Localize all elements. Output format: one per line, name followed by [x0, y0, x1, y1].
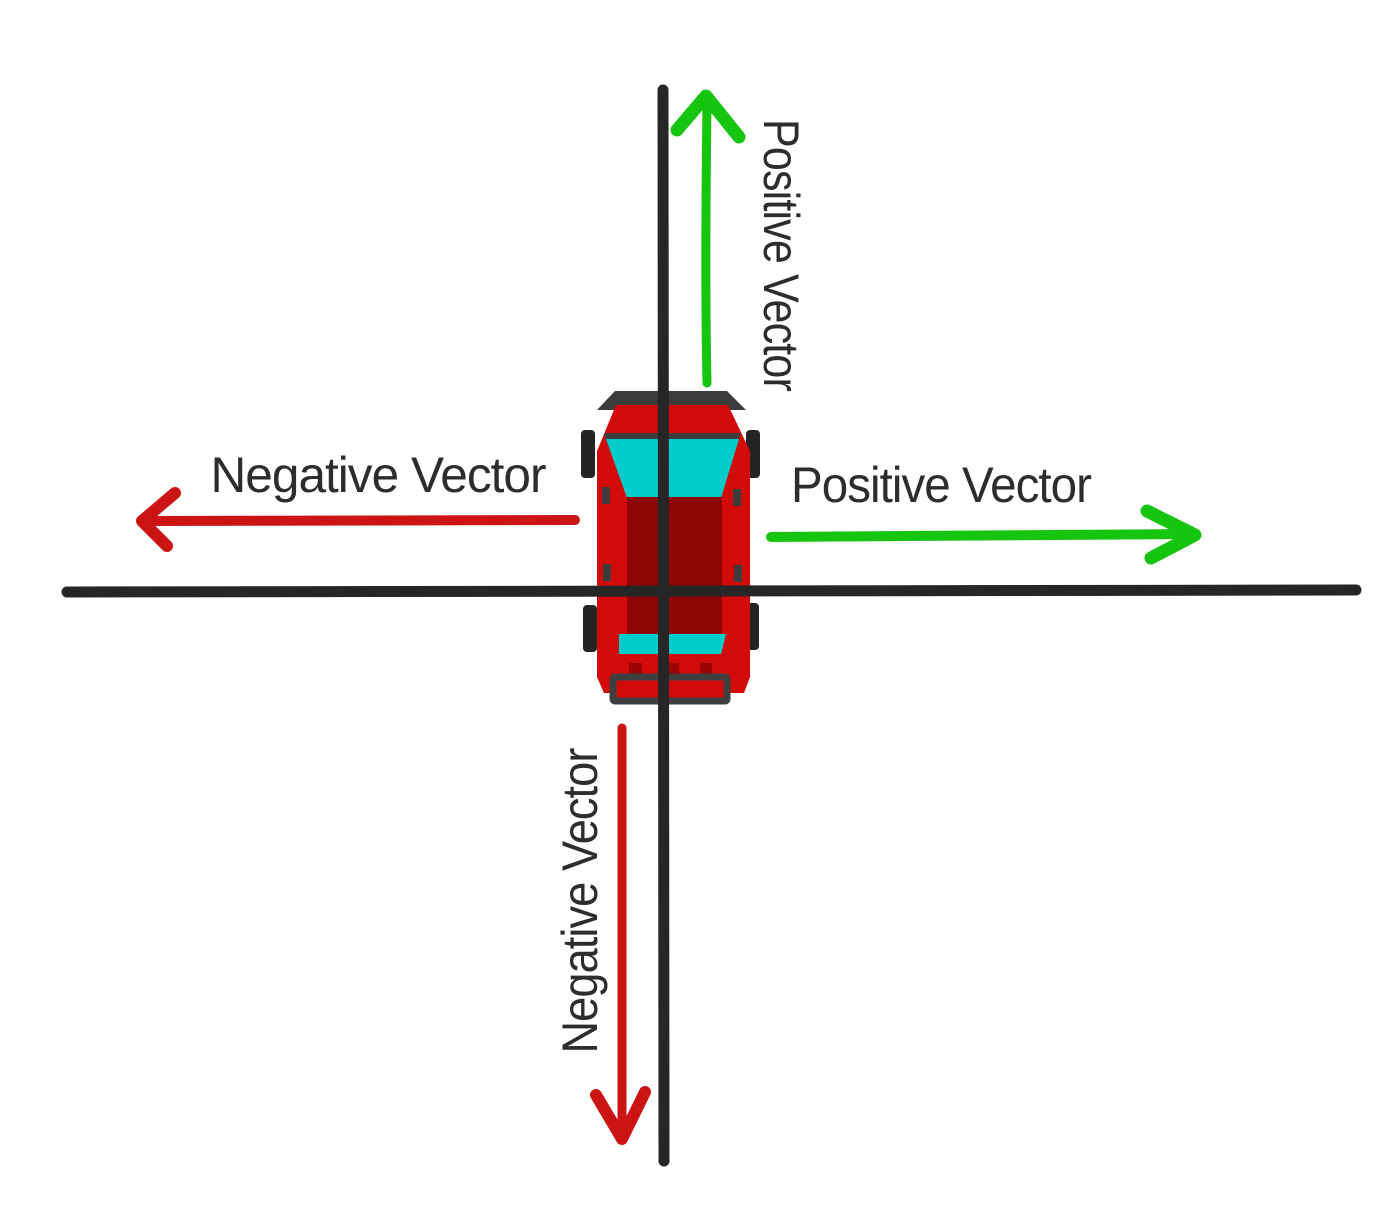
car-door-mark-right-icon [734, 565, 742, 582]
axes [61, 84, 1362, 1167]
positive-y-arrow-shaft [701, 95, 712, 388]
car-roof-icon [627, 497, 722, 636]
negative-x-arrow-shaft [140, 515, 580, 526]
positive-x-arrow-shaft [766, 529, 1193, 542]
negative-x-label: Negative Vector [211, 447, 546, 503]
car-mirror-right-icon [733, 489, 741, 506]
y-axis [657, 84, 670, 1167]
negative-y-label: Negative Vector [552, 748, 608, 1053]
negative-x-arrowhead-icon [136, 487, 181, 552]
positive-y-label: Positive Vector [753, 119, 809, 391]
car-rear-bumper-icon [609, 673, 731, 705]
negative-x-arrow [136, 487, 580, 552]
car-icon [581, 391, 760, 705]
car-wheel-rear-left-icon [583, 605, 597, 652]
positive-x-arrowhead-icon [1140, 504, 1202, 565]
car-windshield-icon [606, 439, 739, 498]
car-rear-window-icon [619, 634, 726, 654]
car-wheel-front-left-icon [581, 430, 595, 478]
positive-x-label: Positive Vector [791, 457, 1091, 513]
x-axis [61, 584, 1362, 598]
positive-x-arrow [766, 504, 1202, 565]
positive-y-arrow [670, 89, 746, 388]
car-mirror-left-icon [602, 487, 610, 504]
negative-y-arrowhead-icon [590, 1086, 651, 1145]
positive-y-arrowhead-icon [670, 89, 746, 144]
car-door-mark-left-icon [603, 564, 611, 581]
negative-y-arrow [590, 723, 651, 1145]
